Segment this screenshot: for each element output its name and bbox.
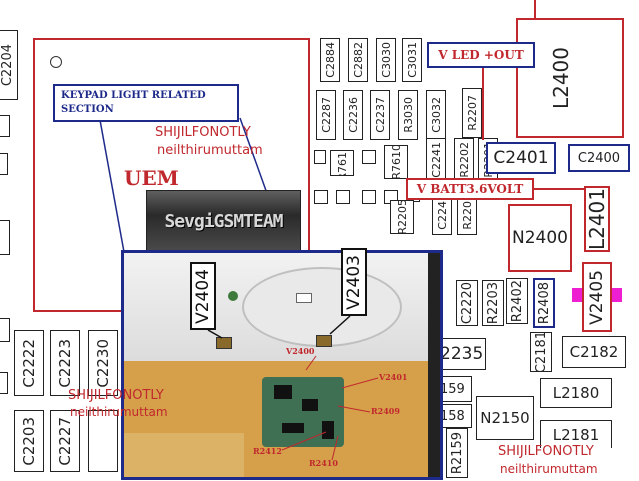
watermark-1-line2: neilthirumuttam [157, 143, 263, 158]
component-c2220: C2220 [456, 280, 478, 326]
component-r7611: R7611 [330, 150, 354, 176]
component-c2230b [88, 410, 118, 472]
smd-chip-2 [302, 399, 318, 411]
keypad-section-label: KEYPAD LIGHT RELATED SECTION [53, 84, 239, 122]
component-c2235: 2235 [440, 338, 486, 370]
component-c3030: C3030 [376, 38, 396, 82]
component-r2402: R2402 [506, 278, 528, 324]
pin1-marker [50, 56, 62, 68]
red-trace-top [534, 0, 536, 20]
component-l2181: L2181 [540, 420, 612, 448]
component-n2150: N2150 [476, 396, 534, 440]
team-logo: SevgiGSMTEAM [146, 190, 301, 252]
left-edge-part-3 [0, 220, 10, 255]
smd-chip-3 [322, 421, 334, 439]
component-c2236: C2236 [343, 90, 363, 140]
component-r2207: R2207 [462, 88, 482, 138]
board-shadow [428, 253, 440, 477]
left-small-1 [0, 318, 10, 342]
pad-left-v2405 [572, 288, 582, 302]
component-l2401: L2401 [584, 186, 610, 252]
pad-right-v2405 [612, 288, 622, 302]
component-r2159: R2159 [446, 428, 468, 478]
small-square-5 [362, 190, 376, 204]
component-r2203: R2203 [482, 280, 504, 326]
component-r3030: R3030 [398, 90, 418, 140]
small-square-1 [314, 150, 326, 164]
red-trace-batt [534, 188, 584, 190]
left-edge-part-2 [0, 153, 8, 175]
tag-v2403: V2403 [341, 248, 367, 316]
component-c2230: C2230 [88, 330, 118, 396]
left-edge-part-1 [0, 115, 10, 137]
watermark-3-line2: neilthirumuttam [500, 462, 598, 476]
component-c2222: C2222 [14, 330, 44, 396]
keypad-dome [242, 267, 402, 347]
l2400-outline [516, 18, 624, 138]
component-c2882: C2882 [348, 38, 368, 82]
pcb-photo-frame [121, 250, 443, 480]
component-c2401: C2401 [486, 142, 556, 174]
left-small-2 [0, 372, 8, 394]
watermark-3-line1: SHIJILFONOTLY [498, 444, 594, 459]
component-r2205: R2205 [390, 200, 414, 234]
small-square-4 [336, 190, 350, 204]
watermark-1-line1: SHIJILFONOTLY [155, 125, 251, 140]
led-right [316, 335, 332, 347]
component-v2405: V2405 [582, 262, 612, 332]
tag-r2409: R2409 [371, 406, 400, 416]
tag-r2410: R2410 [309, 458, 338, 468]
smd-chip-1 [274, 385, 292, 399]
component-c2400: C2400 [568, 144, 630, 172]
tag-v2404: V2404 [190, 262, 216, 330]
component-c2223: C2223 [50, 330, 80, 396]
component-c2204: C2204 [0, 30, 18, 100]
component-c2158: 158 [440, 404, 472, 428]
smd-chip-4 [282, 423, 304, 433]
component-n2400: N2400 [508, 204, 572, 272]
component-c2221: C2227 [50, 410, 80, 472]
tag-r2412: R2412 [253, 446, 282, 456]
label-v-batt: V BATT3.6VOLT [406, 178, 534, 200]
red-trace-led [482, 68, 484, 140]
keypad-dome-center [296, 293, 312, 303]
component-c2182: C2182 [562, 336, 626, 368]
component-c2237: C2237 [370, 90, 390, 140]
keypad-section-text: KEYPAD LIGHT RELATED SECTION [61, 90, 206, 115]
team-logo-text: SevgiGSMTEAM [164, 210, 283, 232]
component-c2287: C2287 [316, 90, 336, 140]
component-l2180: L2180 [540, 378, 612, 408]
component-r7610: R7610 [384, 145, 408, 179]
small-square-2 [362, 150, 376, 164]
board-shadow-bottom [124, 433, 244, 477]
component-c2203: C2203 [14, 410, 44, 472]
uem-label: UEM [124, 166, 179, 190]
component-r2408: R2408 [533, 278, 555, 328]
component-c3031: C3031 [402, 38, 422, 82]
led-left [216, 337, 232, 349]
green-dot [228, 291, 238, 301]
component-c2884: C2884 [320, 38, 340, 82]
component-c2181: C2181 [530, 332, 552, 372]
small-square-3 [314, 190, 328, 204]
watermark-2-line1: SHIJILFONOTLY [68, 388, 164, 403]
tag-v2401: V2401 [379, 372, 408, 382]
label-v-led-out: V LED +OUT [427, 42, 535, 68]
tag-v2400: V2400 [286, 346, 315, 356]
component-c2159: 159 [440, 376, 472, 402]
watermark-2-line2: neilthirumuttam [70, 405, 168, 419]
